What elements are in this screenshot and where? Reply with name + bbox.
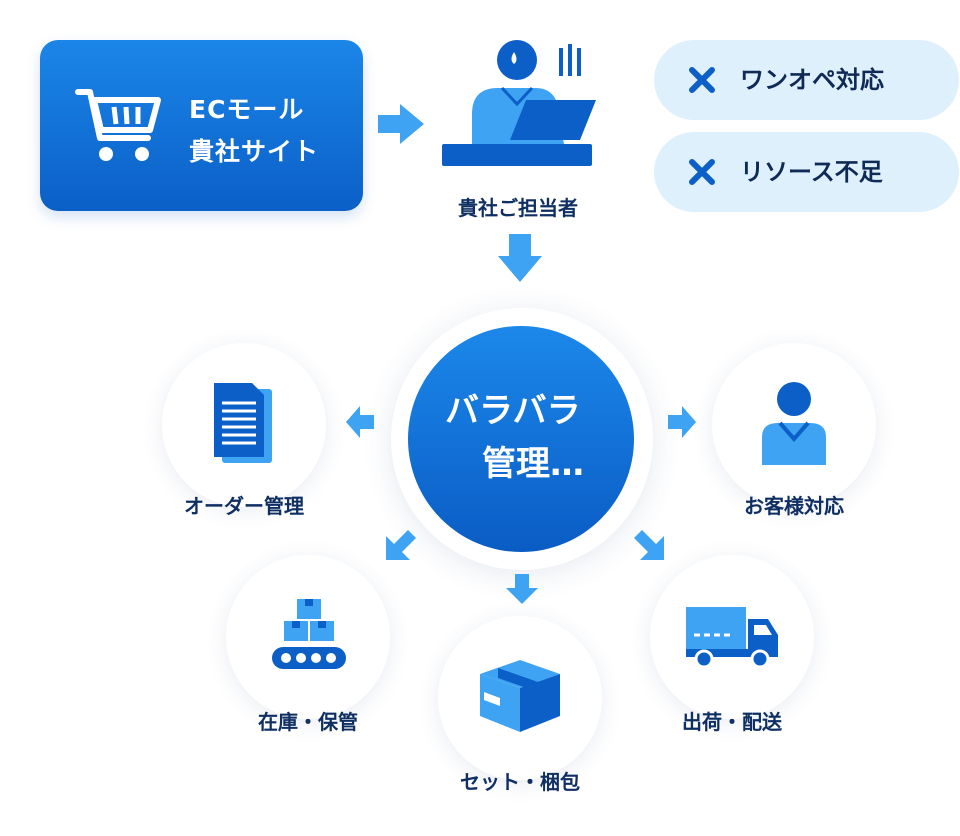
company-site-label: 貴社サイト — [189, 137, 320, 166]
shipping-delivery-label: 出荷・配送 — [682, 710, 782, 734]
inventory-storage-label: 在庫・保管 — [258, 710, 358, 734]
arrow-down-right-icon — [634, 530, 664, 560]
set-packing-node — [438, 616, 602, 780]
ec-site-box — [40, 40, 363, 211]
package-box-icon — [480, 660, 560, 732]
customer-support-label: お客様対応 — [744, 494, 844, 518]
shopping-cart-icon — [75, 89, 161, 161]
order-management-label: オーダー管理 — [184, 494, 304, 518]
arrow-right-icon — [668, 406, 696, 438]
staff-at-desk-icon — [442, 40, 596, 166]
arrow-down-icon — [498, 234, 542, 282]
person-icon — [762, 382, 826, 465]
problem-label: ワンオペ対応 — [740, 66, 884, 94]
customer-support-node — [712, 343, 876, 507]
problem-pill-one-person: ワンオペ対応 — [654, 40, 959, 120]
scattered-management-circle — [408, 326, 634, 552]
arrow-down-icon — [506, 574, 538, 604]
x-mark-icon — [689, 67, 715, 93]
conveyor-boxes-icon — [272, 599, 346, 669]
delivery-truck-icon — [686, 607, 778, 669]
arrow-down-left-icon — [386, 530, 416, 560]
ec-site-text: ECモール 貴社サイト — [189, 89, 319, 173]
ec-mall-label: ECモール — [189, 95, 305, 124]
set-packing-label: セット・梱包 — [460, 770, 580, 794]
inventory-storage-node — [226, 555, 390, 719]
order-management-node — [162, 343, 326, 507]
center-line1: バラバラ — [445, 391, 581, 431]
staff-label: 貴社ご担当者 — [458, 196, 578, 220]
arrow-left-icon — [346, 406, 374, 438]
x-mark-icon — [689, 159, 715, 185]
shipping-delivery-node — [650, 555, 814, 719]
problem-label: リソース不足 — [740, 158, 883, 186]
arrow-right-icon — [378, 104, 424, 144]
document-icon — [214, 383, 272, 463]
center-line2: 管理… — [482, 444, 584, 484]
problem-pill-lack-resources: リソース不足 — [654, 132, 959, 212]
